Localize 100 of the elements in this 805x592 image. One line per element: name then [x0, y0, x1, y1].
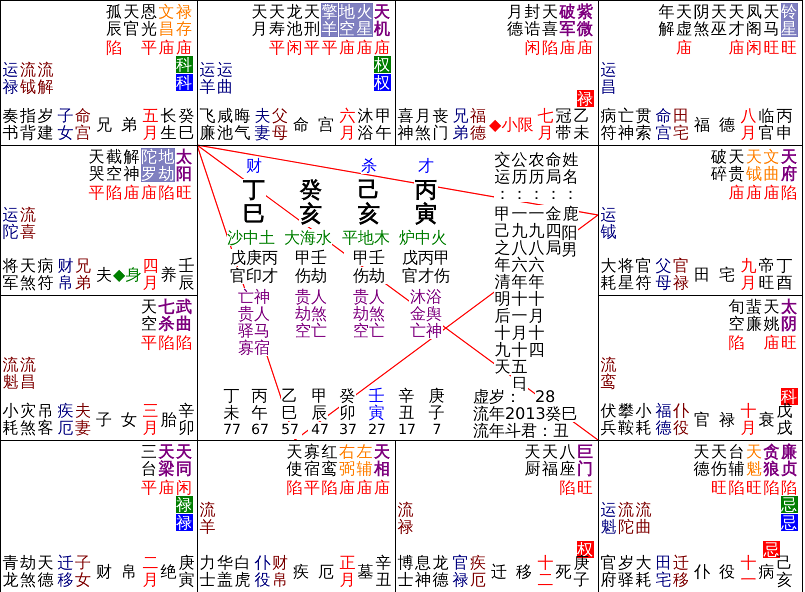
brightness-label: 陷 [321, 479, 338, 496]
star-name: 三台 [140, 443, 158, 477]
god-name: 贯索 [635, 107, 652, 141]
brightness-label: 旺 [746, 479, 762, 496]
transform-badge: 科 [176, 56, 192, 73]
god-name: 病符 [37, 257, 54, 291]
flow-star-label: 流昌 [20, 356, 36, 390]
star-name: 天使 [286, 443, 303, 477]
main-star-name: 天同 [176, 443, 192, 477]
god-name: 岁驿 [618, 554, 634, 588]
stem-branch-label: 丙申 [776, 107, 793, 141]
star-name: 地劫 [158, 148, 175, 182]
flow-star-label: 流曲 [635, 501, 652, 535]
brightness-label: 庙 [374, 479, 390, 496]
god-name: 亡神 [618, 107, 634, 141]
star-name: 天钺 [746, 148, 762, 182]
star-name: 寡宿 [304, 443, 320, 477]
brightness-label: 闲 [176, 479, 192, 496]
god-name: 天德 [37, 554, 54, 588]
pillar-label: 丙寅 [414, 179, 438, 227]
palace-cell [0, 145, 198, 296]
stem-branch-label: 乙未 [573, 107, 590, 141]
brightness-label: 庙 [158, 39, 175, 56]
decade-stem-branch: 辛丑 [398, 387, 415, 421]
flow-year-label: 流年2013癸巳 [473, 405, 578, 422]
spirit-star-label: 贵人劫煞空亡 [352, 288, 386, 339]
transform-badge: 禄 [176, 496, 192, 513]
star-name: 恩光 [140, 3, 158, 37]
brightness-label: 庙 [356, 479, 373, 496]
life-stage-label: 临官 [758, 107, 775, 141]
palace-cell [0, 0, 198, 146]
stem-branch-label: 辛丑 [375, 554, 392, 588]
main-star-name: 太阳 [176, 148, 192, 182]
palace-label: 兄弟 [74, 257, 92, 291]
flow-star-label: 流禄 [397, 501, 414, 535]
brightness-label: 陷 [158, 334, 175, 351]
palace-label: 财帛 [57, 257, 74, 291]
palace-label: 父母 [655, 257, 672, 291]
brightness-label: 平 [304, 479, 320, 496]
nominal-age-label: 虚岁： [473, 388, 521, 405]
god-name: 大耗 [600, 257, 617, 291]
life-stage-label: 病 [758, 563, 775, 580]
stem-branch-label: 庚寅 [178, 554, 195, 588]
flow-star-label: 流陀 [618, 501, 634, 535]
brightness-label: 陷 [763, 479, 780, 496]
palace-cell [598, 0, 803, 146]
month-label: 七月 [537, 107, 554, 141]
info-header: 公历： [511, 151, 528, 202]
star-name: 文昌 [158, 3, 175, 37]
god-name: 丧门 [432, 107, 449, 141]
flow-star-label: 运陀 [2, 206, 19, 240]
transform-badge: 科 [176, 74, 192, 91]
palace-cell [598, 145, 803, 296]
god-name: 喜神 [397, 107, 414, 141]
palace-label: 夫妻 [74, 402, 92, 436]
life-stage-label: 冠带 [555, 107, 572, 141]
god-name: 吊客 [37, 402, 54, 436]
info-value: 一九八六年十月十四 [528, 205, 545, 358]
star-name: 截空 [106, 148, 122, 182]
brightness-label: 陷 [106, 39, 122, 56]
brightness-label: 旺 [576, 479, 594, 496]
god-name: 小耗 [2, 402, 19, 436]
star-name: 天寿 [268, 3, 286, 37]
god-name: 劫煞 [20, 554, 36, 588]
god-name: 病符 [600, 107, 617, 141]
god-name: 官符 [635, 257, 652, 291]
palace-label: 田宅 [655, 554, 672, 588]
decade-stem-branch: 丁未 [223, 387, 240, 421]
main-star-name: 天机 [374, 3, 390, 37]
transform-badge: 忌 [780, 496, 798, 513]
flow-star-label: 运禄 [2, 61, 19, 95]
palace-cell [598, 440, 803, 592]
ten-god-label: 官印才 [229, 267, 279, 284]
main-star-name: 紫微 [576, 3, 594, 37]
life-stage-label: 长生 [160, 107, 177, 141]
spirit-star-label: 亡神贵人驿马寡宿 [237, 288, 271, 356]
star-name: 阴煞 [693, 3, 710, 37]
info-value: 鹿 [562, 205, 579, 222]
stem-branch-label: 壬辰 [178, 257, 195, 291]
flow-star-label: 流魁 [2, 356, 19, 390]
star-name: 右弼 [338, 443, 356, 477]
brightness-label: 庙 [763, 334, 780, 351]
brightness-label: 庙 [338, 39, 356, 56]
brightness-label: 陷 [780, 479, 798, 496]
main-star-name: 武曲 [176, 298, 192, 332]
star-name: 天刑 [304, 3, 320, 37]
brightness-label: 庙 [763, 184, 780, 201]
star-name: 天厨 [524, 443, 541, 477]
transform-badge: 权 [374, 74, 390, 91]
palace-label: 父母 [272, 107, 288, 141]
god-name: 博士 [397, 554, 414, 588]
hidden-stem-label: 戊庚丙 [229, 249, 279, 266]
palace-name: 夫 [96, 266, 112, 283]
star-name: 台辅 [728, 443, 745, 477]
stem-branch-label: 辛卯 [178, 402, 195, 436]
ten-god-label: 财 [246, 157, 262, 174]
palace-cell [598, 295, 803, 441]
palace-label: 仆役 [672, 402, 690, 436]
star-name: 铃星 [780, 3, 798, 37]
small-limit-label: ◆小限 [489, 116, 534, 133]
